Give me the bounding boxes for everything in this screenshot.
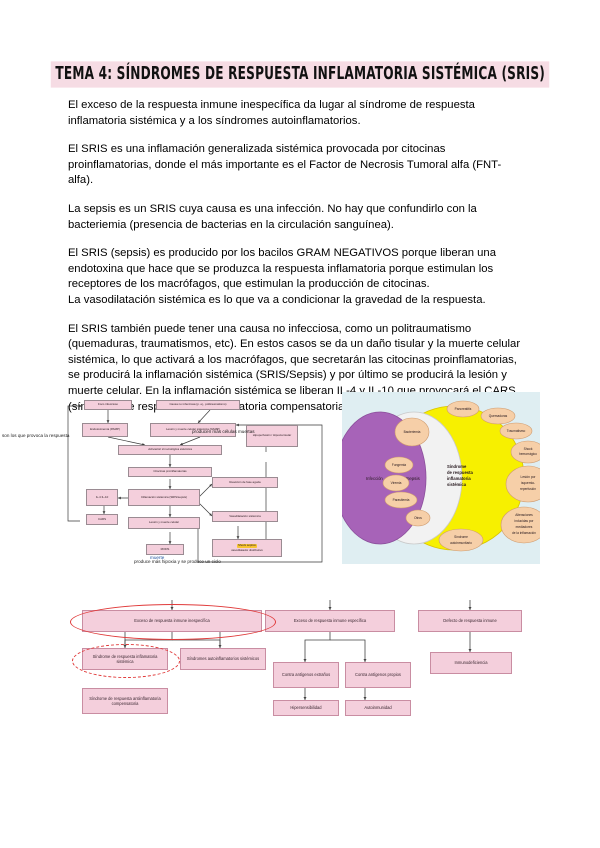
node-cars: CARS	[86, 514, 118, 525]
venn-label-sris-4: sistémica	[447, 482, 467, 487]
node-sindromes-autoinflamatorios: Síndromes autoinflamatorios sistémicos	[180, 648, 266, 670]
venn-bubble-alteraciones	[500, 506, 540, 544]
body-text: El exceso de la respuesta inmune inespec…	[68, 98, 524, 415]
node-hipoperfusion-hipoxia: Hipoperfusión / Hipoxia tisular	[246, 425, 298, 447]
paragraph-3: La sepsis es un SRIS cuya causa es una i…	[68, 202, 477, 231]
annotation-left: son los que provoca la respuesta	[2, 433, 70, 438]
paragraph-1: El exceso de la respuesta inmune inespec…	[68, 99, 475, 127]
venn-label-infeccion: Infección	[366, 476, 383, 481]
node-sris: Síndrome de respuesta inflamatoria sisté…	[82, 648, 168, 670]
page-title: TEMA 4: SÍNDROMES DE RESPUESTA INFLAMATO…	[0, 61, 600, 88]
node-endotoxinemia: Endotoxinemia (PAMP)	[82, 423, 128, 437]
page-title-text: TEMA 4: SÍNDROMES DE RESPUESTA INFLAMATO…	[50, 61, 550, 88]
sepsis-venn-diagram: Infección Sepsis Síndrome de respuesta i…	[342, 392, 540, 564]
flowchart-connectors	[67, 404, 323, 563]
venn-bubble-otros	[405, 509, 431, 527]
node-exceso-respuesta-inespecifica: Exceso de respuesta inmune inespecífica	[82, 610, 262, 632]
venn-bubble-label-alt-2: inducidas por	[515, 519, 535, 523]
node-antigenos-propios: Contra antígenos propios	[345, 662, 411, 688]
venn-label-sris-3: inflamatoria	[447, 476, 471, 481]
node-shock-septico-subtitle: vasodilatador distributivo	[231, 547, 263, 552]
venn-bubble-viremia	[382, 474, 410, 492]
node-causa-no-infecciosa: Causa no infecciosa (p. ej., politraumat…	[156, 400, 240, 410]
venn-bubble-label-quemaduras: Quemaduras	[489, 414, 508, 418]
annotation-muerte: muerte	[150, 555, 165, 560]
node-defecto-respuesta-inmune: Defecto de respuesta inmune	[418, 610, 522, 632]
node-shock-septico: Shock séptico vasodilatador distributivo	[212, 539, 282, 557]
node-vasodilatacion-sistemica: Vasodilatación sistémica	[212, 511, 278, 522]
venn-bubble-fungemia	[384, 456, 414, 474]
node-autoinmunidad: Autoinmunidad	[345, 700, 411, 716]
node-antigenos-extranos: Contra antígenos extraños	[273, 662, 339, 688]
annotation-top-right: producen más células muertas	[192, 429, 255, 434]
paragraph-2: El SRIS es una inflamación generalizada …	[68, 143, 502, 187]
sris-pathophysiology-figure: Foco infeccioso Causa no infecciosa (p. …	[2, 392, 540, 570]
paragraph-4: El SRIS (sepsis) es producido por los ba…	[68, 247, 497, 306]
annotation-bottom: produce más hipoxia y se produce un cicl…	[134, 559, 221, 564]
node-inmunodeficiencia: Inmunodeficiencia	[430, 652, 512, 674]
node-il4-il10: IL-4 IL-10	[86, 489, 118, 506]
sris-flowchart: Foco infeccioso Causa no infecciosa (p. …	[2, 392, 342, 570]
venn-bubble-label-shock-1: Shock	[524, 447, 533, 451]
node-mods: MODS	[146, 544, 184, 555]
venn-bubble-label-auto-1: Síndrome	[454, 535, 468, 539]
node-activacion-inmunologica: Activación inmunológica sistémica	[118, 445, 222, 455]
node-hipersensibilidad: Hipersensibilidad	[273, 700, 339, 716]
venn-bubble-label-bacteriemia: Bacteriemia	[404, 430, 421, 434]
venn-bubble-label-alt-1: Alteraciones	[515, 513, 533, 517]
node-cars-taxonomy: Síndrome de respuesta antiinflamatoria c…	[82, 688, 168, 714]
venn-bubble-label-isq-2: isquemia-	[521, 481, 535, 485]
venn-bubble-traumatismo	[499, 422, 533, 440]
venn-bubble-label-pancreatitis: Pancreatitis	[455, 407, 472, 411]
venn-bubble-label-auto-2: autoinmunitario	[450, 541, 472, 545]
venn-bubble-label-otros: Otros	[414, 516, 422, 520]
venn-label-sepsis: Sepsis	[406, 476, 420, 481]
venn-label-sris-2: de respuesta	[447, 470, 474, 475]
venn-bubble-label-alt-3: mediadores	[516, 525, 533, 529]
venn-label-sris-1: Síndrome	[447, 464, 467, 469]
venn-bubble-label-viremia: Viremia	[391, 481, 402, 485]
node-shock-septico-title: Shock séptico	[237, 543, 257, 548]
venn-bubble-isquemia-reperfusion	[505, 465, 540, 503]
paragraph-5: El SRIS también puede tener una causa no…	[68, 322, 521, 413]
node-lesion-muerte-sistemica: Lesión y muerte celular sistémica (DAMP)	[150, 423, 236, 437]
venn-bubble-label-alt-4: de la inflamación	[512, 531, 536, 535]
venn-bubble-pancreatitis	[446, 400, 480, 418]
venn-bubble-quemaduras	[480, 407, 516, 425]
venn-bubble-label-isq-1: Lesión por	[521, 475, 537, 479]
venn-bubble-label-isq-3: reperfusión	[520, 487, 536, 491]
venn-bubble-parasitemia	[384, 491, 418, 509]
venn-bubble-label-parasitemia: Parasitemia	[393, 498, 410, 502]
node-citocinas-proinflamatorias: Citocinas proinflamatorias	[128, 467, 212, 477]
venn-shapes: Infección Sepsis Síndrome de respuesta i…	[342, 400, 540, 552]
node-exceso-respuesta-especifica: Exceso de respuesta inmune específica	[265, 610, 395, 632]
immune-response-taxonomy-figure: Exceso de respuesta inmune inespecífica …	[60, 600, 540, 730]
venn-bubble-label-shock-2: hemorrágico	[519, 452, 537, 456]
venn-bubble-bacteriemia	[394, 417, 430, 447]
venn-bubble-autoinmunitario	[438, 528, 484, 552]
venn-bubble-label-traumatismo: Traumatismo	[507, 429, 526, 433]
taxonomy-connectors	[120, 600, 472, 700]
node-inflamacion-sistemica: Inflamación sistémica (SRIS/sepsis)	[128, 489, 200, 506]
node-reaccion-fase-aguda: Reacción de fase aguda	[212, 477, 278, 488]
node-lesion-muerte-celular: Lesión y muerte celular	[128, 517, 200, 529]
venn-bubble-shock-hemorragico	[510, 440, 540, 464]
venn-bubble-label-fungemia: Fungemia	[392, 463, 406, 467]
node-foco-infeccioso: Foco infeccioso	[84, 400, 132, 410]
